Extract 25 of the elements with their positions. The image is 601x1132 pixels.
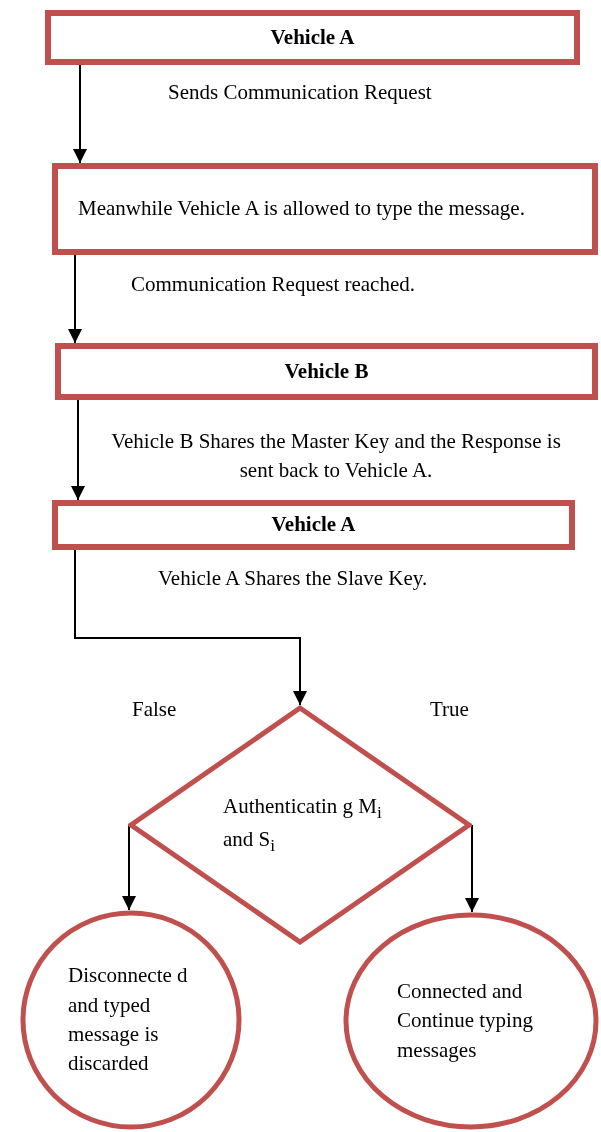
process-box: [55, 343, 598, 400]
box-title: Vehicle A: [271, 511, 356, 539]
branch-label: True: [430, 696, 469, 723]
box-title: Vehicle A: [270, 23, 355, 51]
branch-label: False: [132, 696, 177, 723]
arrow: [74, 549, 307, 706]
box-title: Vehicle B: [284, 357, 369, 385]
arrow: [122, 824, 136, 911]
arrow: [71, 399, 85, 501]
edge-label: Vehicle B Shares the Master Key and the Response is sent back to Vehicle A.: [110, 428, 562, 485]
edge-label: Vehicle A Shares the Slave Key.: [158, 565, 429, 592]
edge-label: Sends Communication Request: [168, 79, 433, 106]
arrow: [465, 824, 479, 913]
process-box: [45, 10, 580, 65]
terminal-circle: [20, 910, 242, 1130]
node-text: Authenticatin g M$_{i}$ and S$_{i}$: [223, 793, 383, 858]
node-text: Meanwhile Vehicle A is allowed to type the message.: [78, 195, 525, 223]
node-text: Connected and Continue typing messages: [397, 977, 534, 1064]
edge-label: Communication Request reached.: [131, 271, 416, 298]
terminal-circle: [343, 912, 599, 1130]
process-box: [52, 500, 575, 550]
arrow: [68, 254, 82, 344]
node-text: Disconnecte d and typed message is discarded: [68, 962, 189, 1078]
arrow: [73, 64, 87, 164]
process-box: [52, 163, 598, 255]
